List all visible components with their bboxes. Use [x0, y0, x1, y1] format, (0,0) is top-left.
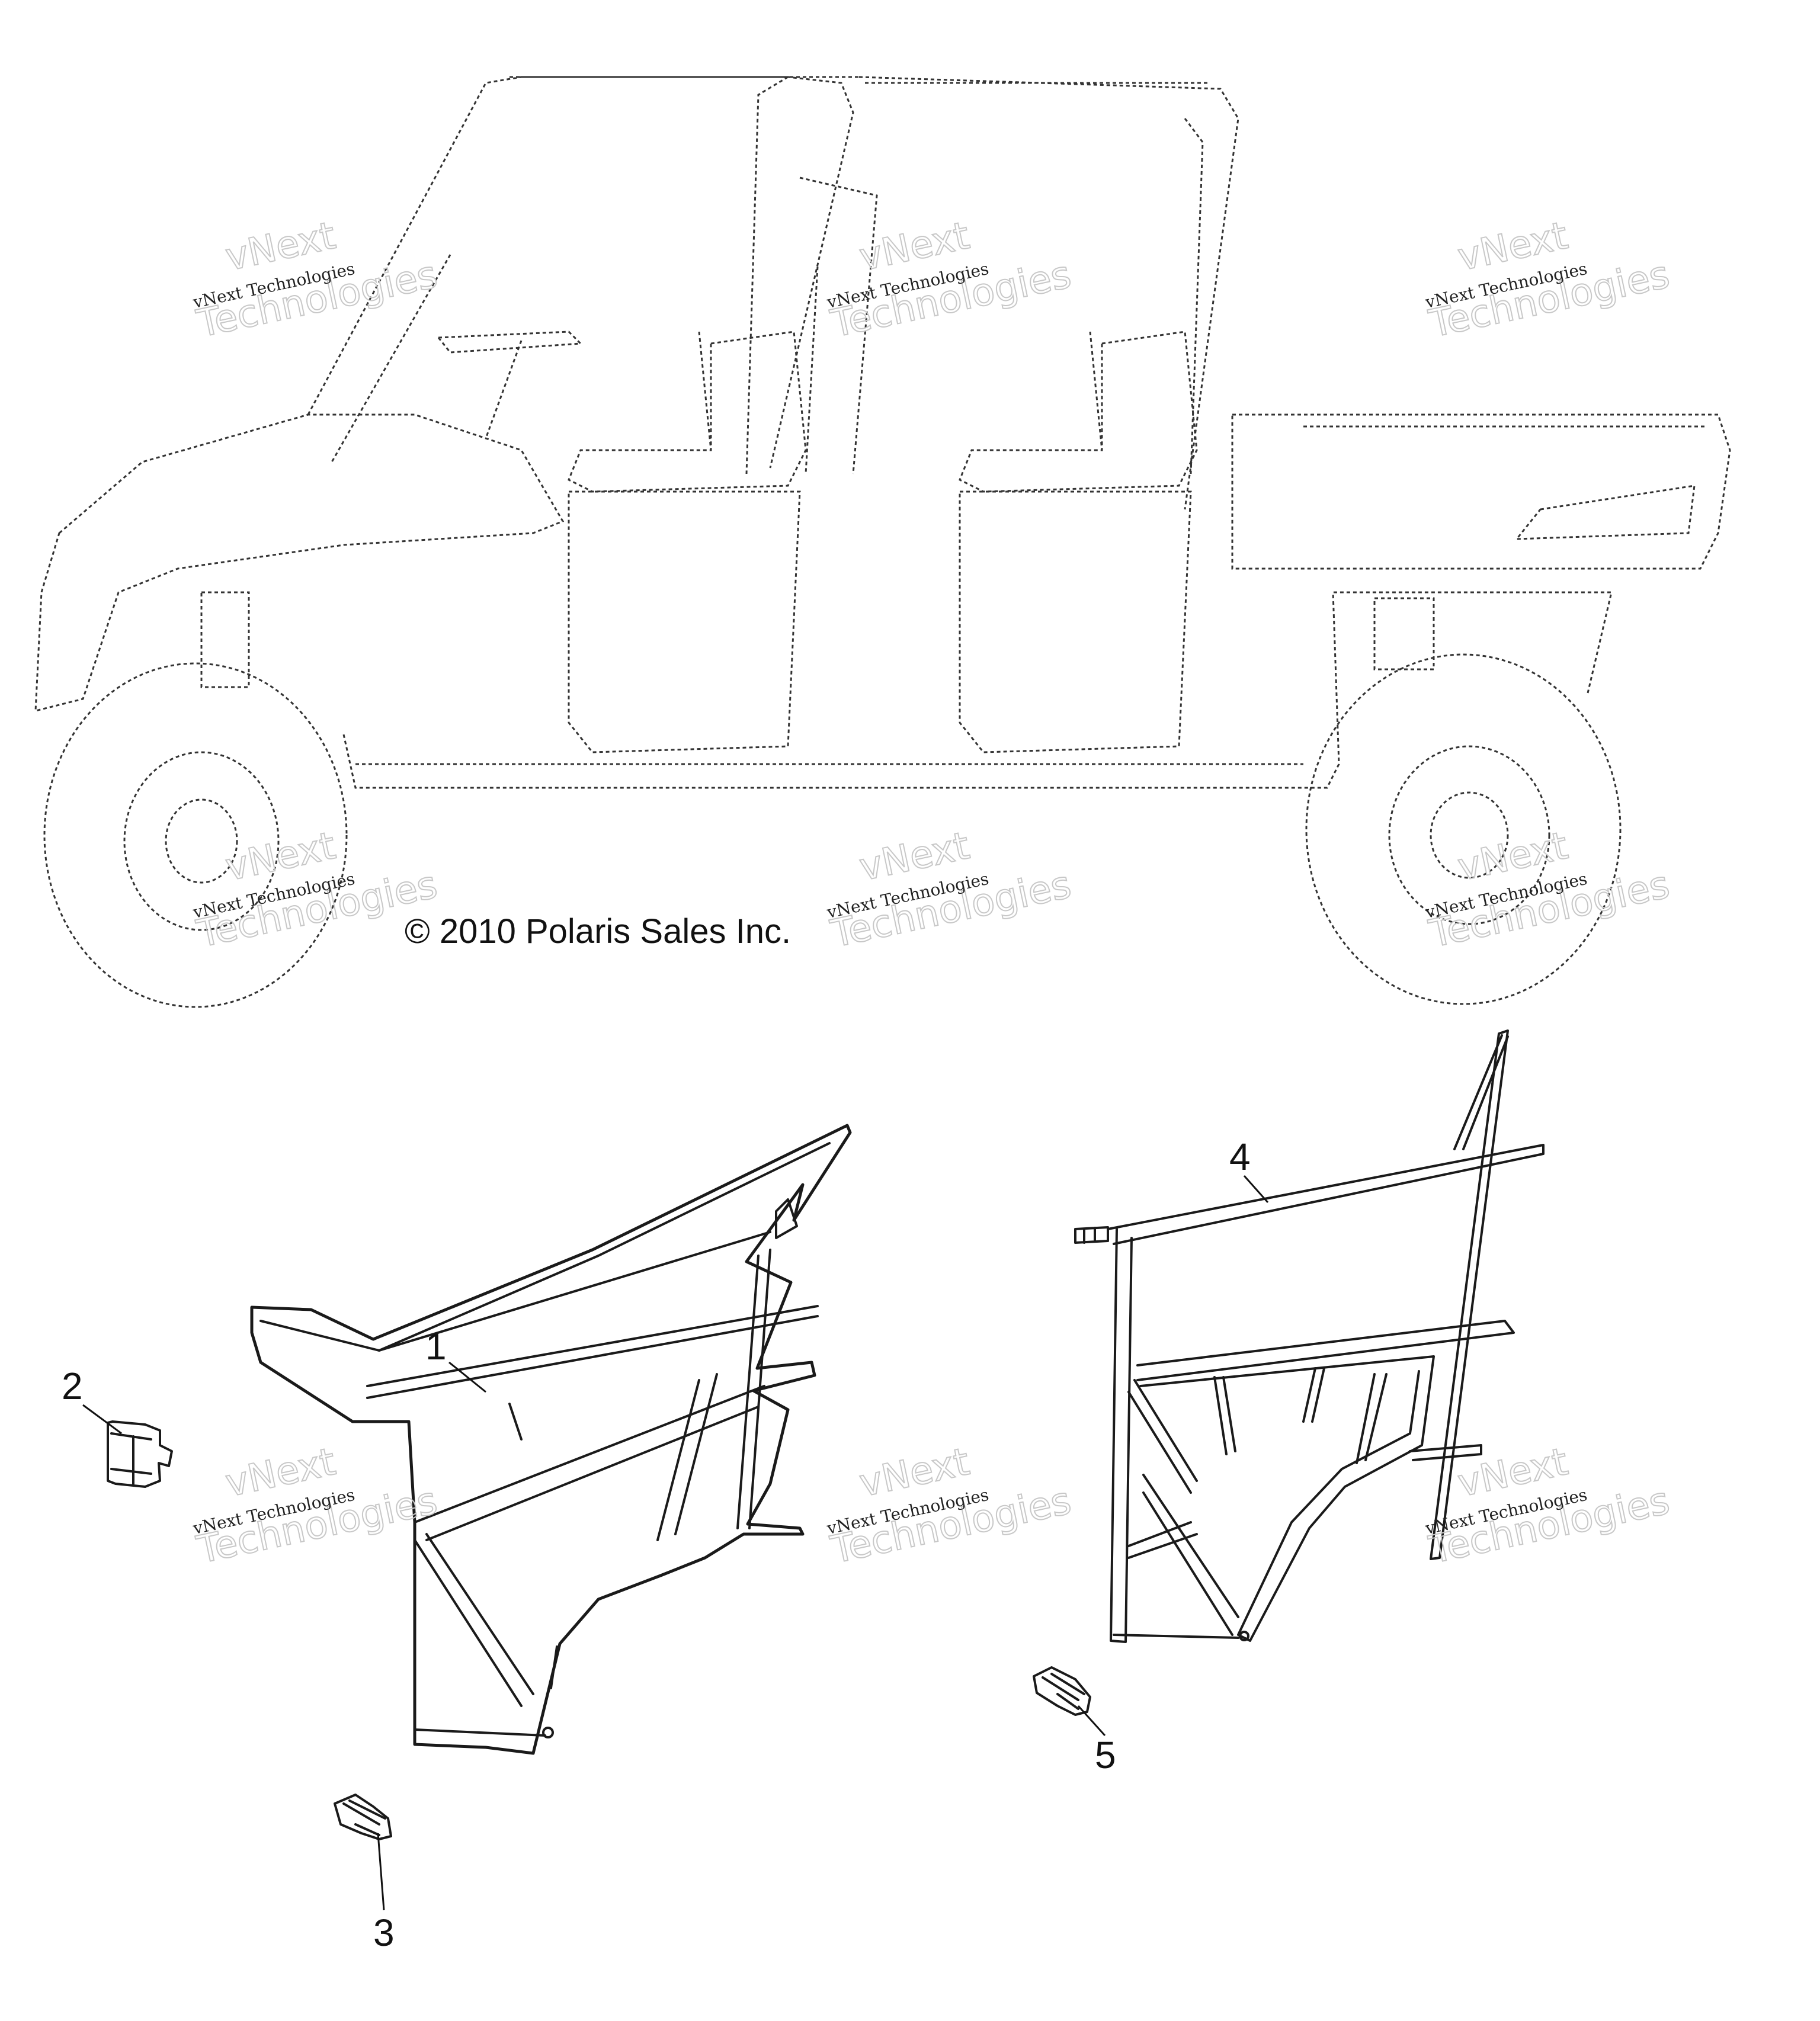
callout-4: 4	[1229, 1135, 1269, 1203]
watermark-9: vNext Technologies vNext Technologies	[1423, 1439, 1674, 1573]
front-wheel	[43, 662, 348, 1008]
copyright-notice: © 2010 Polaris Sales Inc.	[405, 912, 791, 951]
rear-wheel	[1305, 653, 1622, 1005]
callout-5: 5	[1077, 1705, 1116, 1776]
steering-wheel	[436, 331, 583, 439]
callout-1: 1	[425, 1325, 486, 1393]
callout-2: 2	[62, 1365, 122, 1435]
rear-seat	[959, 331, 1198, 493]
front-seat	[568, 331, 807, 493]
rear-door-opening	[959, 490, 1192, 753]
vehicle-overview	[34, 76, 1731, 1008]
watermark-7: vNext Technologies vNext Technologies	[191, 1439, 441, 1573]
watermark-6: vNext Technologies vNext Technologies	[1423, 823, 1674, 957]
frame-rail	[342, 591, 1613, 789]
part-3-buckle	[334, 1794, 392, 1840]
svg-text:5: 5	[1095, 1734, 1116, 1776]
front-body	[34, 413, 565, 712]
watermark-4: vNext Technologies vNext Technologies	[191, 823, 441, 957]
watermark-3: vNext Technologies vNext Technologies	[1423, 213, 1674, 347]
cargo-box	[1231, 413, 1731, 570]
svg-text:3: 3	[373, 1911, 395, 1954]
part-2-clip	[107, 1420, 173, 1488]
svg-text:4: 4	[1229, 1135, 1251, 1178]
watermark-8: vNext Technologies vNext Technologies	[825, 1439, 1075, 1573]
roll-cage	[307, 76, 1239, 510]
watermark-2: vNext Technologies vNext Technologies	[825, 213, 1075, 347]
callout-3: 3	[373, 1833, 395, 1954]
svg-text:1: 1	[425, 1325, 447, 1368]
svg-text:2: 2	[62, 1365, 83, 1407]
watermark-1: vNext Technologies vNext Technologies	[191, 213, 441, 347]
part-5-buckle	[1033, 1666, 1091, 1716]
part-1-front-door-frame	[250, 1124, 852, 1755]
watermark-5: vNext Technologies vNext Technologies	[825, 823, 1075, 957]
part-4-rear-door-frame	[1074, 1029, 1545, 1643]
front-door-opening	[568, 490, 801, 753]
